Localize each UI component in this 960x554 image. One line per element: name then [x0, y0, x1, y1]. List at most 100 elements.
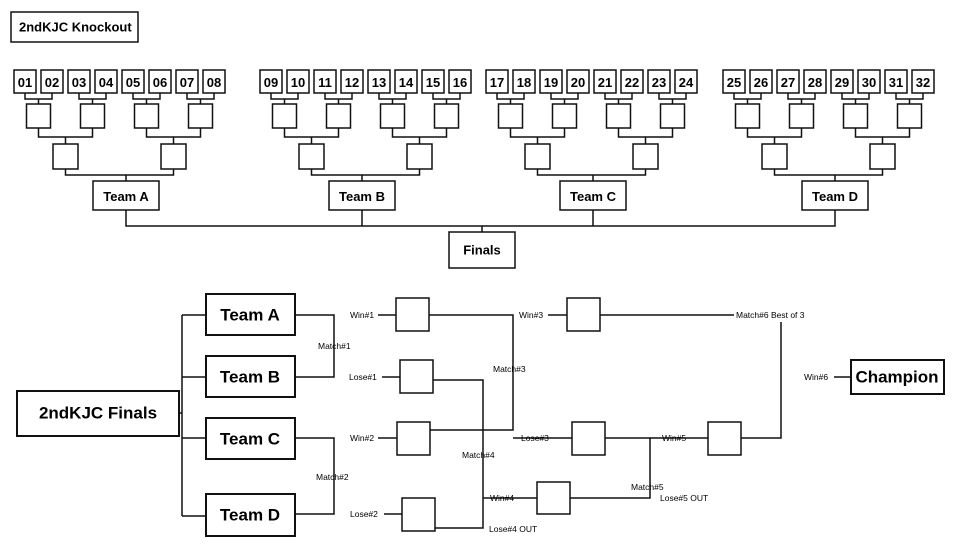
- win6-label: Win#6: [804, 372, 828, 382]
- round1-box: [79, 103, 106, 129]
- seed-pair-connector: [132, 93, 161, 104]
- lose3-label: Lose#3: [521, 433, 549, 443]
- match2-connector: [295, 437, 335, 515]
- round1-pair-connector: [145, 128, 202, 144]
- seed-label: 02: [45, 75, 59, 90]
- win5-label: Win#5: [662, 433, 686, 443]
- seed-label: 21: [598, 75, 612, 90]
- match1-connector: [295, 314, 335, 378]
- seed-label: 29: [835, 75, 849, 90]
- seed-label: 18: [517, 75, 531, 90]
- win5-box: [707, 421, 742, 456]
- seed-pair-connector: [270, 93, 299, 104]
- seed-label: 08: [207, 75, 221, 90]
- champion-label: Champion: [855, 368, 938, 387]
- finals-root-label: 2ndKJC Finals: [39, 404, 157, 423]
- final-team-d-label: Team D: [220, 506, 280, 525]
- finals-section: 2ndKJC Finals Team A Team B Team C Team …: [16, 293, 945, 537]
- match5-connector: [570, 437, 651, 499]
- lose2-box: [401, 497, 436, 532]
- lose5out-label: Lose#5 OUT: [660, 493, 708, 503]
- seed-label: 01: [18, 75, 32, 90]
- seed-label: 06: [153, 75, 167, 90]
- bracket-title: 2ndKJC Knockout: [19, 20, 132, 35]
- round2-box: [52, 143, 79, 170]
- round1-box: [551, 103, 578, 129]
- match2-label: Match#2: [316, 472, 349, 482]
- match6-connector: [600, 314, 782, 439]
- seed-pair-connector: [787, 93, 816, 104]
- match3-label: Match#3: [493, 364, 526, 374]
- seed-label: 09: [264, 75, 278, 90]
- round1-box: [433, 103, 460, 129]
- win2-box: [396, 421, 431, 456]
- round1-box: [325, 103, 352, 129]
- win4-label: Win#4: [490, 493, 514, 503]
- seed-label: 28: [808, 75, 822, 90]
- round1-box: [605, 103, 632, 129]
- seed-label: 12: [345, 75, 359, 90]
- seed-label: 30: [862, 75, 876, 90]
- title-box: [10, 11, 139, 43]
- seed-pair-connector: [550, 93, 579, 104]
- round1-pair-connector: [746, 128, 803, 144]
- round1-box: [734, 103, 761, 129]
- seed-pair-connector: [378, 93, 407, 104]
- team-box: [92, 180, 160, 211]
- seed-pair-connector: [496, 93, 525, 104]
- round2-pair-connector: [64, 169, 175, 181]
- seed-pair-connector: [324, 93, 353, 104]
- teams-to-finals-connector: [125, 210, 836, 232]
- round2-box: [869, 143, 896, 170]
- match4-label: Match#4: [462, 450, 495, 460]
- round1-box: [788, 103, 815, 129]
- round2-box: [298, 143, 325, 170]
- seed-label: 13: [372, 75, 386, 90]
- round2-box: [160, 143, 187, 170]
- lose1-label: Lose#1: [349, 372, 377, 382]
- seed-label: 04: [99, 75, 114, 90]
- round2-pair-connector: [310, 169, 421, 181]
- seed-label: 17: [490, 75, 504, 90]
- round1-pair-connector: [854, 128, 911, 144]
- final-team-a-box: [205, 293, 296, 336]
- round1-pair-connector: [283, 128, 340, 144]
- finals-label: Finals: [463, 243, 501, 258]
- final-team-c-label: Team C: [220, 430, 280, 449]
- seed-label: 03: [72, 75, 86, 90]
- seed-label: 23: [652, 75, 666, 90]
- seed-pair-connector: [432, 93, 461, 104]
- seed-pair-connector: [186, 93, 215, 104]
- seed-label: 16: [453, 75, 467, 90]
- round1-box: [271, 103, 298, 129]
- finals-root-box: [16, 390, 180, 437]
- seed-pair-connector: [24, 93, 53, 104]
- champion-box: [850, 359, 945, 395]
- match4-connector: [433, 379, 484, 529]
- round2-box: [632, 143, 659, 170]
- lose3-box: [571, 421, 606, 456]
- seed-label: 11: [318, 75, 332, 90]
- win1-box: [395, 297, 430, 332]
- team-label: Team A: [103, 189, 149, 204]
- finals-box: [448, 231, 516, 269]
- team-label: Team D: [812, 189, 858, 204]
- round1-box: [379, 103, 406, 129]
- team-box: [328, 180, 396, 211]
- seed-pair-connector: [78, 93, 107, 104]
- match6-label: Match#6 Best of 3: [736, 310, 805, 320]
- seed-label: 32: [916, 75, 930, 90]
- lose4out-label: Lose#4 OUT: [489, 524, 537, 534]
- round1-box: [896, 103, 923, 129]
- match3-connector: [429, 314, 514, 431]
- round2-pair-connector: [773, 169, 884, 181]
- final-team-b-box: [205, 355, 296, 398]
- round2-pair-connector: [536, 169, 647, 181]
- seed-pair-connector: [841, 93, 870, 104]
- round1-box: [187, 103, 214, 129]
- root-connector: [179, 314, 206, 517]
- seed-label: 25: [727, 75, 741, 90]
- round1-pair-connector: [391, 128, 448, 144]
